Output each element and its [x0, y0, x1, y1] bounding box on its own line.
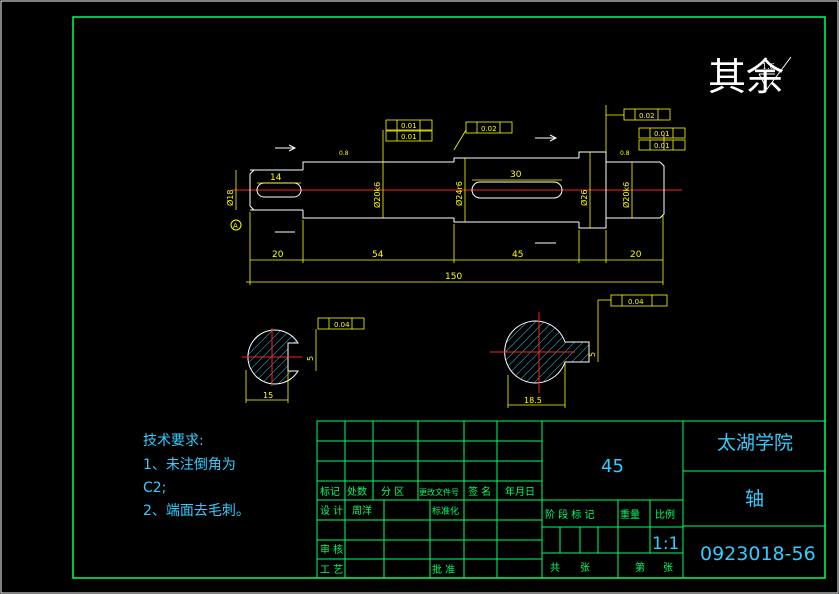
dim-total: 150	[445, 272, 462, 282]
title-block-grid	[316, 420, 826, 579]
sec1-width: 15	[263, 391, 273, 400]
sec2-width: 18.5	[524, 396, 542, 405]
dim-len4: 20	[630, 250, 642, 260]
roughness-symbol	[758, 56, 792, 90]
tb-h-zhang2: 张	[663, 562, 673, 574]
section-markers	[275, 134, 558, 244]
tb-h-bili: 比例	[655, 508, 675, 521]
sec2-dims	[507, 299, 611, 408]
dimension-lines	[235, 105, 665, 285]
tb-h-genggai: 更改文件号	[419, 487, 459, 497]
tb-scale: 1:1	[652, 534, 679, 554]
dim-len3: 45	[512, 250, 523, 260]
tol-frame-1: 0.01	[401, 122, 417, 130]
tech-req-title: 技术要求:	[143, 433, 204, 449]
tol-frame-6: 0.01	[654, 142, 670, 150]
roughness-small-1: 0.8	[339, 150, 349, 157]
tol-frame-2: 0.01	[401, 133, 417, 141]
tb-h-sheji: 设 计	[320, 504, 343, 517]
tb-h-shenhe: 审 核	[320, 543, 343, 556]
tb-h-gongyi: 工 艺	[320, 564, 343, 576]
sec2-depth: 5	[588, 352, 597, 357]
tech-req-line3: 2、端面去毛刺。	[143, 503, 250, 519]
tb-h-di: 第	[635, 561, 645, 574]
tol-sec2: 0.04	[628, 298, 644, 306]
tb-school: 太湖学院	[717, 432, 793, 454]
cross-section-2	[490, 312, 590, 393]
shaft-outline	[249, 151, 665, 229]
datum-a-label: A	[233, 222, 238, 230]
dim-d-left: Ø18	[225, 190, 235, 206]
tb-h-chushu: 处数	[347, 485, 367, 498]
tb-h-biaozhunhua: 标准化	[432, 505, 459, 517]
tol-sec1: 0.04	[334, 321, 350, 329]
tol-frame-5: 0.01	[654, 130, 670, 138]
dim-len2: 54	[372, 250, 384, 260]
dim-key2-length: 30	[510, 170, 522, 180]
tol-frame-3: 0.02	[481, 125, 497, 133]
tech-req-line2: C2;	[143, 480, 166, 496]
datum-a-left	[230, 219, 242, 231]
tb-h-biaoji: 标记	[320, 486, 340, 498]
tb-h-jieduan: 阶 段 标 记	[545, 508, 595, 521]
cross-section-1	[242, 328, 302, 386]
dim-d4: Ø20k6	[621, 182, 631, 208]
dim-d2: Ø24r6	[454, 181, 464, 206]
tb-designer: 周洋	[352, 504, 372, 517]
roughness-label: 其余	[708, 55, 784, 99]
tb-material: 45	[601, 456, 624, 477]
tb-h-pizhun: 批 准	[432, 563, 455, 576]
tb-h-qianming: 签 名	[468, 485, 491, 498]
tb-h-zhang1: 张	[580, 562, 590, 574]
tolerance-frames	[317, 108, 686, 330]
dim-len1: 20	[272, 250, 284, 260]
roughness-small-2: 0.8	[620, 150, 630, 157]
dim-key1-length: 14	[270, 173, 282, 183]
tech-req-line1: 1、未注倒角为	[143, 457, 236, 473]
tb-h-gong: 共	[550, 562, 560, 574]
roughness-value: 1.6	[762, 62, 775, 71]
tb-part-name: 轴	[745, 488, 764, 510]
dim-d1: Ø20k6	[372, 182, 382, 208]
tb-h-nianyueri: 年月日	[505, 485, 535, 498]
sec1-depth: 5	[306, 356, 315, 361]
tb-h-zhongliang: 重量	[620, 508, 640, 521]
sec1-dims	[245, 329, 317, 403]
tb-h-fenqu: 分 区	[381, 486, 404, 498]
tol-frame-4: 0.02	[639, 112, 655, 120]
dim-d3: Ø26	[579, 190, 589, 206]
tb-drawing-no: 0923018-56	[700, 543, 816, 565]
